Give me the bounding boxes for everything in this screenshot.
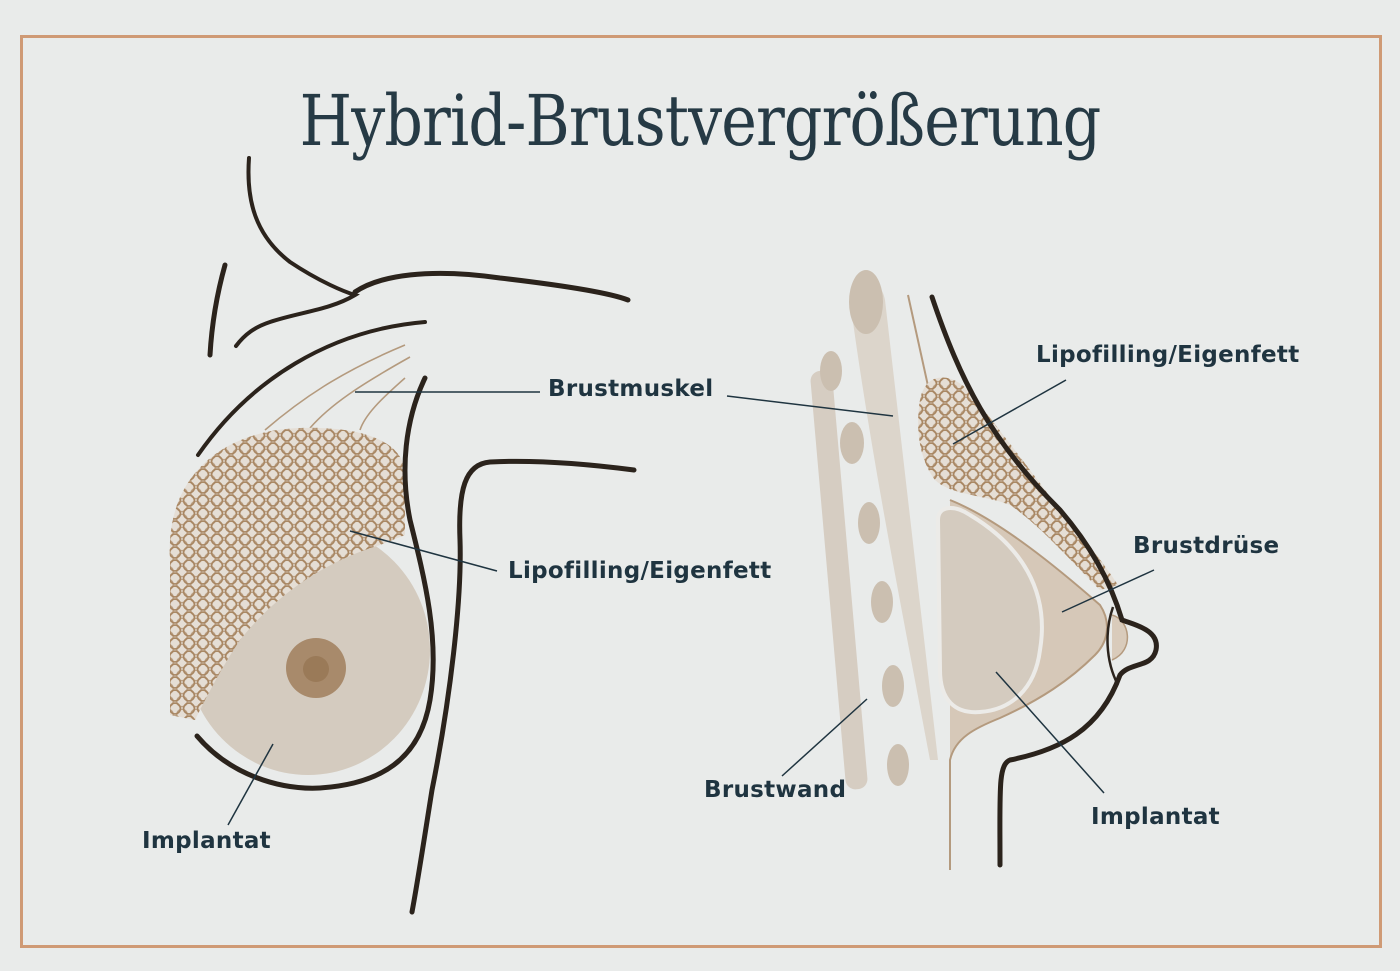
nipple (303, 656, 329, 682)
pectoral-muscle (849, 281, 938, 760)
label-brustmuskel: Brustmuskel (548, 376, 714, 402)
leader-line-chest-wall (781, 698, 868, 777)
leader-line-muscle-side (726, 395, 894, 417)
leader-line-gland (1061, 569, 1155, 613)
image-frame (20, 35, 1382, 948)
label-lipofilling-side: Lipofilling/Eigenfett (1036, 342, 1300, 368)
label-brustdruese: Brustdrüse (1133, 533, 1280, 559)
muscle-fibers (264, 344, 411, 431)
label-brustwand: Brustwand (704, 777, 847, 803)
ribs (810, 351, 909, 790)
front-view-diagram (169, 156, 637, 915)
leader-line-fat (349, 530, 498, 572)
leader-line-implant (227, 743, 274, 826)
label-implantat-front: Implantat (142, 828, 271, 854)
page-title: Hybrid-Brustvergrößerung (299, 80, 1102, 162)
implant-shape-side (935, 506, 1044, 715)
leader-line-fat-side (952, 379, 1067, 445)
label-lipofilling-front: Lipofilling/Eigenfett (508, 558, 772, 584)
leader-line-implant-side (995, 671, 1105, 794)
label-implantat-side: Implantat (1091, 804, 1220, 830)
